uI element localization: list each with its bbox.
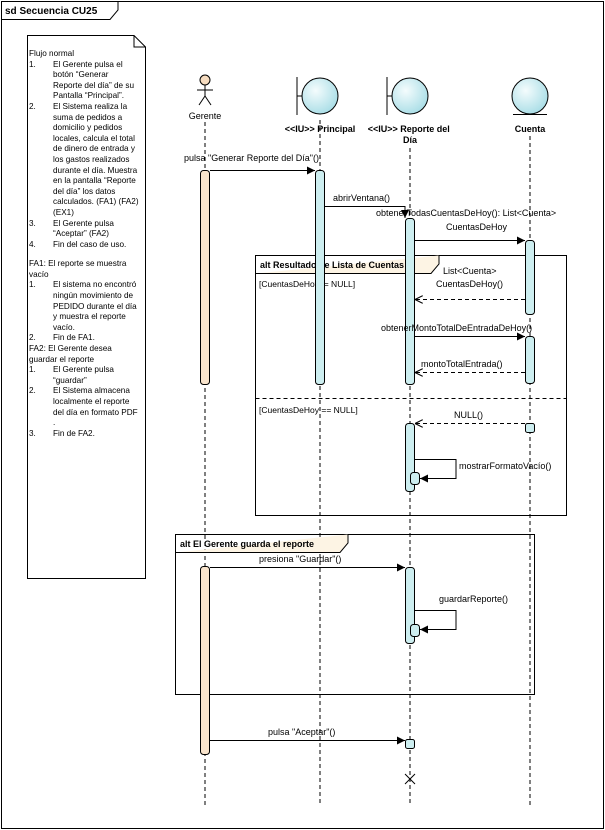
activation-reporte-3-self: [410, 624, 420, 637]
note-item-number: 2.: [29, 333, 36, 343]
note-item-text: El sistema no encontró ningún movimiento…: [53, 280, 137, 332]
note-item-text: El Sistema realiza la suma de pedidos a …: [53, 101, 139, 217]
note-item-number: 2.: [29, 386, 36, 396]
note-item: 1. El sistema no encontró ningún movimien…: [29, 280, 139, 333]
message-label-cuentasdehoy-return: CuentasDeHoy(): [436, 279, 503, 289]
note-item-number: 3.: [29, 218, 36, 228]
activation-reporte-2-self: [410, 472, 420, 485]
lifeline-gerente[interactable]: Gerente: [189, 74, 222, 121]
activation-gerente-2: [200, 566, 210, 755]
actor-icon: [197, 74, 213, 106]
note-item-number: 1.: [29, 365, 36, 375]
note-item: 3. Fin de FA2.: [29, 429, 139, 440]
message-label-obtener-cuentas: obtenerTodasCuentasDeHoy(): List<Cuenta>: [376, 208, 556, 218]
lifeline-reporte-label-text: <<IU>> Reporte del: [368, 124, 450, 134]
note-item: 2. Fin de FA1.: [29, 333, 139, 344]
note-item-text: Fin de FA2.: [53, 428, 95, 438]
note-item: 4. Fin del caso de uso.: [29, 240, 139, 251]
lifeline-cuenta-label: Cuenta: [515, 124, 546, 134]
note-item-number: 4.: [29, 239, 36, 249]
destroy-mark-icon: [404, 773, 416, 785]
note-intro-flujo-normal: Flujo normal: [29, 49, 75, 58]
message-self-mostrar[interactable]: [415, 459, 457, 483]
message-labels: pulsa "Generar Reporte del Día"() abrirV…: [184, 153, 556, 737]
fragment-title-cuentas: alt Resultado de Lista de Cuentas: [260, 260, 404, 270]
note-item-number: 2.: [29, 101, 36, 111]
note-item: 1. El Gerente pulsa “guardar”: [29, 365, 139, 386]
message-label-list-cuenta: List<Cuenta>: [443, 266, 497, 276]
frame-title: sd Secuencia CU25: [5, 6, 98, 17]
message-label-null: NULL(): [454, 410, 483, 420]
note-item-number: 1.: [29, 280, 36, 290]
activation-reporte-4: [405, 739, 415, 749]
activation-cuenta-1: [525, 240, 535, 315]
message-label-cuentasdehoy: CuentasDeHoy: [446, 222, 508, 232]
activation-reporte-1: [405, 218, 415, 385]
lifeline-reporte[interactable]: <<IU>> Reporte del Día: [368, 77, 453, 145]
message-label-mostrar: mostrarFormatoVacío(): [459, 461, 551, 471]
guard-null: [CuentasDeHoy == NULL]: [259, 405, 358, 415]
message-label-generar: pulsa "Generar Reporte del Día"(): [184, 153, 319, 163]
lifeline-reporte-label-line2: Día: [403, 135, 418, 145]
note-item-text: El Gerente pulsa “Aceptar” (FA2): [53, 218, 114, 239]
note-item-number: 1.: [29, 59, 36, 69]
note-intro-fa1: FA1: El reporte se muestra vacío: [29, 259, 127, 279]
message-label-guardar-reporte: guardarReporte(): [439, 594, 508, 604]
lifeline-principal[interactable]: <<IU>> Principal: [285, 77, 356, 134]
note-item-text: Fin de FA1.: [53, 333, 95, 343]
message-label-monto: obtenerMontoTotalDeEntradaDeHoy(): [381, 323, 532, 333]
message-label-monto-return: montoTotalEntrada(): [421, 359, 503, 369]
guard-not-null: [CuentasDeHoy != NULL]: [259, 279, 355, 289]
message-arrow-abrir[interactable]: [325, 206, 409, 219]
boundary-icon: [386, 77, 429, 115]
note-intro-fa2: FA2: El Gerente desea guardar el reporte: [29, 344, 112, 364]
message-self-guardar[interactable]: [415, 610, 457, 634]
note-item-text: El Gerente pulsa “guardar”: [53, 365, 114, 385]
activation-cuenta-3: [525, 423, 535, 433]
note-item-text: Fin del caso de uso.: [53, 239, 127, 249]
note-list-fa2: 1. El Gerente pulsa “guardar” 2. El Sistem…: [29, 365, 139, 439]
lifeline-reporte-label: <<IU>> Reporte del Día: [368, 124, 453, 145]
fragment-title-guardar: alt El Gerente guarda el reporte: [180, 539, 314, 549]
note-item-text: El Sistema almacena localmente el report…: [53, 386, 138, 428]
message-label-aceptar: pulsa "Aceptar"(): [268, 727, 335, 737]
note-item: 3. El Gerente pulsa “Aceptar” (FA2): [29, 219, 139, 240]
note-flujo: Flujo normal 1. El Gerente pulsa el botón…: [29, 49, 139, 439]
lifeline-gerente-label: Gerente: [189, 111, 222, 121]
note-list-flujo-normal: 1. El Gerente pulsa el botón “Generar Rep…: [29, 60, 139, 251]
lifeline-cuenta[interactable]: Cuenta: [511, 77, 549, 134]
activations: [200, 170, 535, 755]
boundary-icon: [296, 77, 339, 115]
entity-icon: [511, 77, 549, 115]
note-item-number: 3.: [29, 428, 36, 438]
note-item: 2. El Sistema almacena localmente el repo…: [29, 386, 139, 428]
note-item: 1. El Gerente pulsa el botón “Generar Rep…: [29, 60, 139, 102]
lifeline-principal-label: <<IU>> Principal: [285, 124, 356, 134]
alt-fragment-cuentas[interactable]: alt Resultado de Lista de Cuentas [Cuent…: [255, 255, 567, 516]
messages: [210, 166, 525, 745]
note-item-text: El Gerente pulsa el botón “Generar Repor…: [53, 59, 135, 101]
message-label-guardar: presiona "Guardar"(): [259, 554, 341, 564]
activation-principal: [315, 170, 325, 385]
activation-gerente-1: [200, 170, 210, 385]
alt-fragment-guardar[interactable]: alt El Gerente guarda el reporte: [175, 534, 535, 695]
message-label-abrir: abrirVentana(): [333, 193, 390, 203]
activation-cuenta-2: [525, 336, 535, 384]
note-shape: [27, 35, 146, 579]
note-item: 2. El Sistema realiza la suma de pedidos …: [29, 102, 139, 219]
note-list-fa1: 1. El sistema no encontró ningún movimien…: [29, 280, 139, 344]
